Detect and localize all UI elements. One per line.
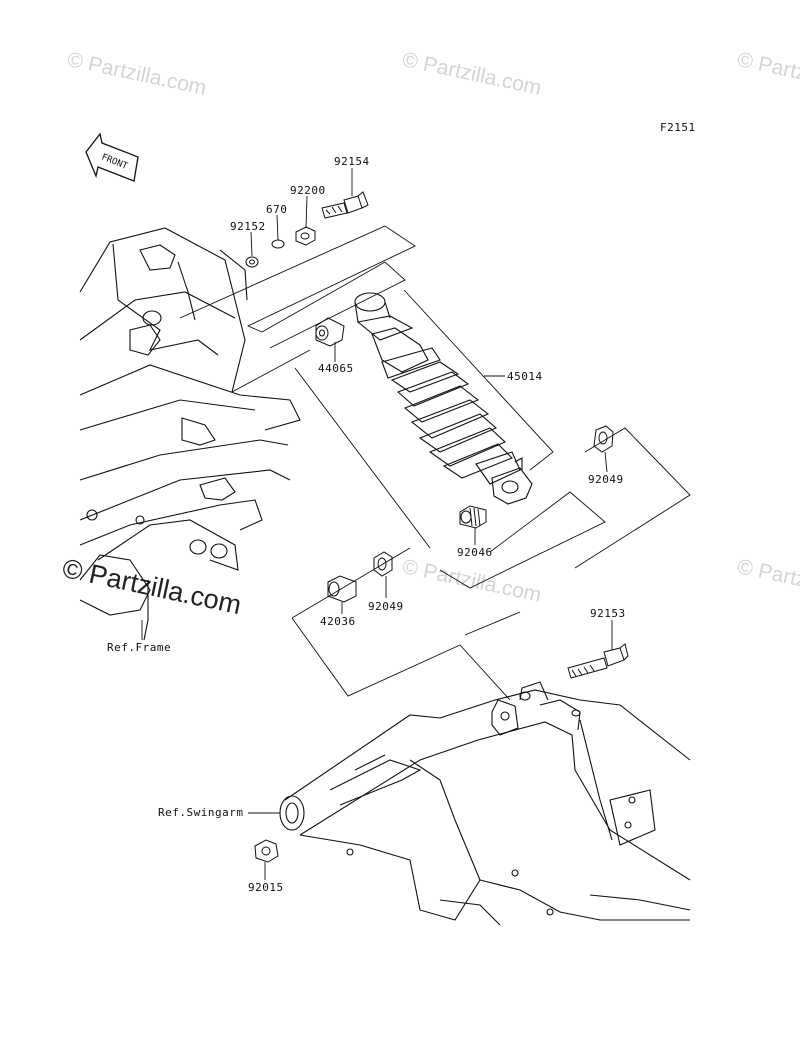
part-label-92154: 92154 [334,155,370,168]
bushing-44065 [315,317,345,347]
collar-92152 [245,256,259,268]
part-label-92049-upper: 92049 [588,473,624,486]
part-label-45014: 45014 [507,370,543,383]
part-label-44065: 44065 [318,362,354,375]
ring-670 [271,239,285,249]
front-arrow-icon: FRONT [85,132,139,182]
bolt-92154 [321,191,369,219]
part-label-92049-lower: 92049 [368,600,404,613]
seal-92049-lower [373,551,393,577]
nut-92015 [254,839,279,863]
bolt-92153 [567,643,629,679]
ref-frame-label: Ref.Frame [107,641,172,654]
part-label-92015: 92015 [248,881,284,894]
frame-drawing [79,227,301,641]
exploded-view-guides [179,225,691,701]
part-label-92046: 92046 [457,546,493,559]
part-label-670: 670 [266,203,288,216]
leader-lines [141,168,613,880]
ref-swingarm-label: Ref.Swingarm [158,806,244,819]
part-label-92200: 92200 [290,184,326,197]
nut-92200 [295,226,316,246]
bearing-92046 [459,505,487,529]
swingarm-drawing [279,681,691,926]
figure-code: F2151 [660,121,696,134]
part-label-42036: 42036 [320,615,356,628]
sleeve-42036 [327,575,357,603]
part-label-92153: 92153 [590,607,626,620]
shock-absorber-45014 [354,292,533,505]
part-label-92152: 92152 [230,220,266,233]
seal-92049-upper [593,425,614,453]
